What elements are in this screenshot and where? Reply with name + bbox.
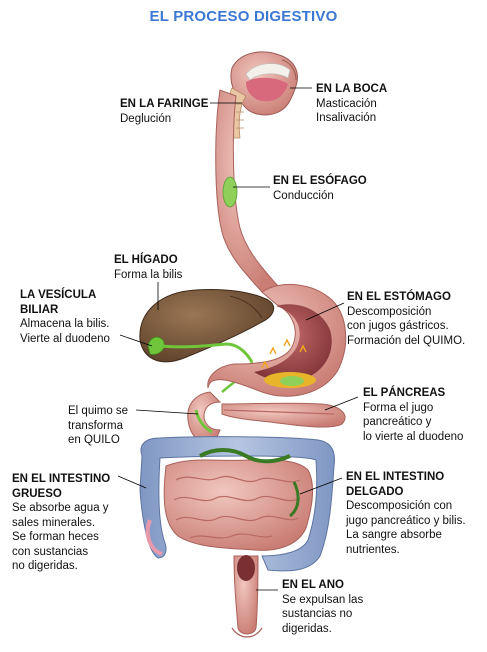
label-delgado-head: EN EL INTESTINO <box>346 471 445 483</box>
pancreas-illustration <box>221 402 346 428</box>
liver-illustration <box>139 289 275 363</box>
label-higado: EL HÍGADO Forma la bilis <box>114 253 182 282</box>
label-grueso-line: sales minerales. <box>12 516 96 529</box>
label-ano: EN EL ANO Se expulsan las sustancias no … <box>282 578 363 636</box>
label-boca-line: Insalivación <box>316 112 377 124</box>
label-ano-line: Se expulsan las <box>282 593 364 606</box>
label-esofago: EN EL ESÓFAGO Conducción <box>273 174 367 203</box>
esophagus-illustration <box>215 89 279 293</box>
label-estomago-head: EN EL ESTÓMAGO <box>347 291 451 303</box>
label-pancreas: EL PÁNCREAS Forma el jugo pancreático y … <box>363 386 463 444</box>
label-estomago-line: Descomposición <box>347 305 432 318</box>
pointer-delgado <box>299 477 343 495</box>
label-faringe-line: Deglución <box>120 112 172 125</box>
large-intestine-illustration <box>139 436 335 572</box>
pointer-pancreas <box>324 396 359 411</box>
page-title: EL PROCESO DIGESTIVO <box>149 8 338 25</box>
label-vesicula-head: LA VESÍCULA <box>20 289 97 301</box>
label-grueso-line: con sustancias <box>12 545 89 558</box>
label-quimo-line: El quimo se <box>68 405 129 417</box>
mouth-illustration <box>230 51 298 116</box>
label-grueso-line: Se forman heces <box>12 531 99 543</box>
label-pancreas-line: lo vierte al duodeno <box>363 430 464 443</box>
label-boca-head: EN LA BOCA <box>316 83 388 95</box>
label-pancreas-line: pancreático y <box>363 416 432 428</box>
label-estomago-line: con jugos gástricos. <box>347 320 449 332</box>
label-pancreas-line: Forma el jugo <box>363 401 434 414</box>
pointer-quimo <box>135 409 199 415</box>
label-pancreas-head: EL PÁNCREAS <box>363 387 446 399</box>
label-delgado-line: La sangre absorbe <box>346 529 442 541</box>
label-ano-line: digeridas. <box>282 622 332 635</box>
label-grueso-line: no digeridas. <box>12 560 78 572</box>
label-vesicula-line: Almacena la bilis. <box>20 318 110 330</box>
label-ano-head: EN EL ANO <box>282 579 344 591</box>
label-delgado-line: DELGADO <box>346 485 404 498</box>
pointer-vesicula <box>119 334 153 347</box>
label-vesicula-line: BILIAR <box>20 303 59 316</box>
label-esofago-line: Conducción <box>273 189 334 202</box>
label-faringe: EN LA FARINGE Deglución <box>120 97 208 126</box>
duodenum-illustration <box>187 391 222 445</box>
label-estomago-line: Formación del QUIMO. <box>347 334 466 347</box>
stomach-illustration <box>207 283 347 397</box>
pointer-grueso <box>117 475 147 489</box>
label-higado-line: Forma la bilis <box>114 268 183 281</box>
label-ano-line: sustancias no <box>282 608 353 620</box>
label-esofago-head: EN EL ESÓFAGO <box>273 175 367 187</box>
label-intestino-grueso: EN EL INTESTINO GRUESO Se absorbe agua y… <box>12 472 110 574</box>
label-grueso-line: Se absorbe agua y <box>12 502 109 514</box>
label-intestino-delgado: EN EL INTESTINO DELGADO Descomposición c… <box>346 470 466 557</box>
label-boca: EN LA BOCA Masticación Insalivación <box>316 82 387 126</box>
rectum-illustration <box>231 555 263 638</box>
label-higado-head: EL HÍGADO <box>114 254 178 266</box>
label-quimo-line: en QUILO <box>68 434 120 446</box>
label-vesicula: LA VESÍCULA BILIAR Almacena la bilis. Vi… <box>20 288 110 346</box>
label-vesicula-line: Vierte al duodeno <box>20 332 110 345</box>
small-intestine-illustration <box>163 448 313 551</box>
label-delgado-line: nutrientes. <box>346 543 400 556</box>
label-quimo-line: transforma <box>68 419 123 432</box>
food-bolus <box>222 176 238 208</box>
label-grueso-line: GRUESO <box>12 487 62 500</box>
pointer-lines <box>117 87 359 591</box>
label-delgado-line: Descomposición con <box>346 500 453 512</box>
label-faringe-head: EN LA FARINGE <box>120 98 209 110</box>
pointer-estomago <box>305 302 345 321</box>
label-boca-line: Masticación <box>316 97 377 110</box>
label-delgado-line: jugo pancreático y bilis. <box>346 514 466 527</box>
label-grueso-head: EN EL INTESTINO <box>12 473 111 485</box>
label-estomago: EN EL ESTÓMAGO Descomposición con jugos … <box>347 290 465 348</box>
label-quimo: El quimo se transforma en QUILO <box>68 404 128 448</box>
